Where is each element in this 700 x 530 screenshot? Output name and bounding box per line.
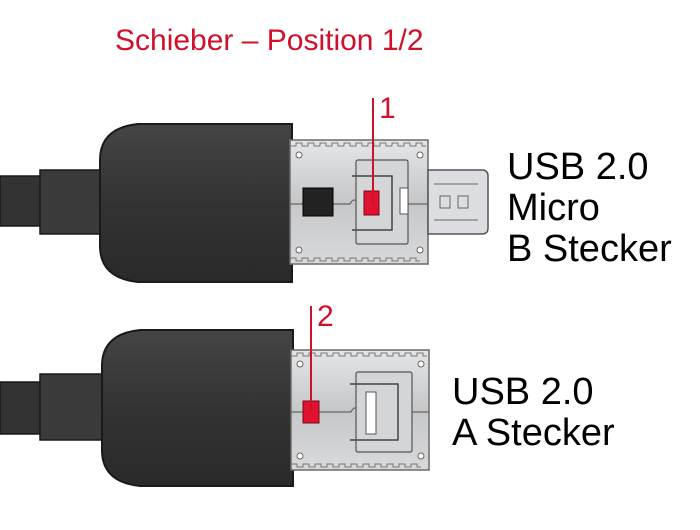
micro-b-red-slider: [363, 190, 380, 216]
usb-a-bottom-serration: [291, 463, 421, 468]
usb-a-rivet: [417, 452, 425, 460]
micro-b-boot: [99, 123, 293, 283]
micro-b-label-line3: B Stecker: [507, 228, 672, 270]
usb-a-top-serration: [291, 352, 427, 357]
micro-b-connector: [0, 123, 489, 283]
usb-a-rivet: [417, 360, 425, 368]
micro-b-slide-knob: [302, 187, 334, 217]
micro-b-label: USB 2.0 Micro B Stecker: [507, 147, 672, 270]
micro-b-top-serration: [290, 142, 426, 147]
usb-a-label: USB 2.0 A Stecker: [452, 372, 615, 454]
micro-b-label-line1: USB 2.0: [507, 146, 649, 188]
micro-b-slot: [399, 187, 409, 215]
usb-a-slider-bracket: [350, 383, 399, 441]
micro-b-rivet: [295, 246, 303, 254]
usb-a-slot: [365, 391, 377, 435]
micro-b-rivet: [416, 246, 424, 254]
micro-b-bottom-serration: [290, 257, 420, 262]
micro-b-plug-detail: [434, 183, 478, 221]
usb-a-rivet: [296, 360, 304, 368]
callout-number-1: 1: [379, 92, 396, 125]
usb-a-connector: [0, 329, 430, 487]
micro-b-label-line2: Micro: [507, 187, 600, 229]
usb-a-rivet: [296, 452, 304, 460]
usb-a-boot: [101, 329, 294, 487]
micro-b-rivet: [416, 151, 424, 159]
micro-b-rivet: [295, 151, 303, 159]
usb-a-label-line2: A Stecker: [452, 412, 615, 454]
callout-number-2: 2: [317, 300, 334, 333]
diagram-title: Schieber – Position 1/2: [115, 24, 424, 57]
usb-a-label-line1: USB 2.0: [452, 371, 594, 413]
